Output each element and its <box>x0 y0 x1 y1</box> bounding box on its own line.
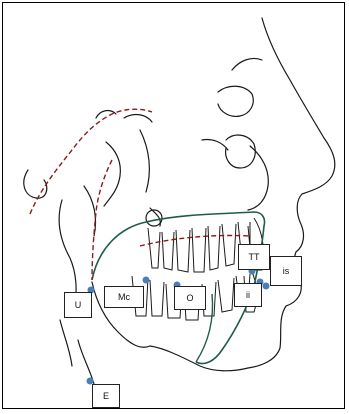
label-E: E <box>92 384 120 408</box>
facial-profile <box>248 18 335 368</box>
point-Mc <box>143 277 150 284</box>
label-U: U <box>64 292 92 318</box>
label-ii: ii <box>234 283 262 307</box>
label-is: is <box>270 256 302 286</box>
label-TT: TT <box>238 244 270 270</box>
label-Mc: Mc <box>104 286 144 308</box>
point-is <box>263 283 270 290</box>
orbit <box>218 86 253 116</box>
label-O: O <box>174 286 206 310</box>
dashed-occlusal-line <box>140 235 250 246</box>
